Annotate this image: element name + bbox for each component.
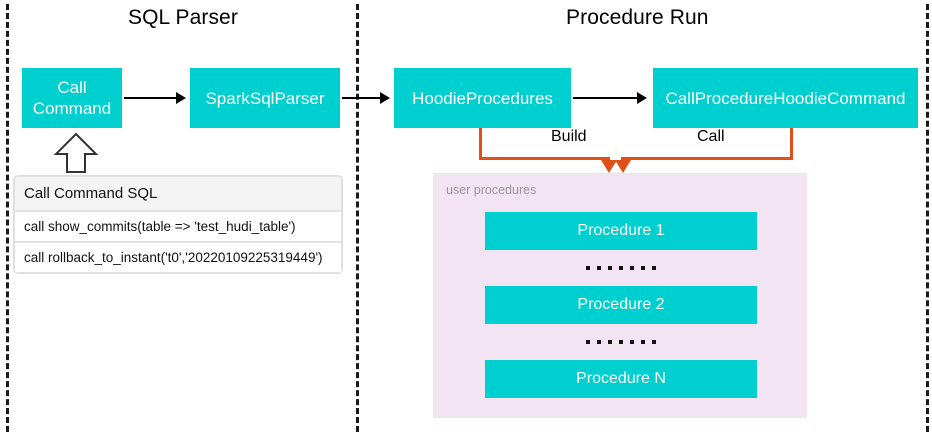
connector-build-vertical-left xyxy=(479,128,482,160)
connector-call-horizontal xyxy=(621,157,793,160)
node-call-command-label-line2: Command xyxy=(32,99,112,118)
hollow-up-arrow-icon xyxy=(53,132,99,173)
arrow-call-command-to-sparksqlparser-line xyxy=(124,97,178,99)
procedure-item-label: Procedure N xyxy=(576,370,666,387)
user-procedures-label: user procedures xyxy=(446,183,537,197)
section-title-sql-parser: SQL Parser xyxy=(128,6,238,29)
arrow-hoodieprocedures-to-callprocedure-line xyxy=(573,97,639,99)
connector-build-arrowhead xyxy=(601,160,617,173)
arrow-hoodieprocedures-to-callprocedure-head xyxy=(637,92,647,104)
node-hoodie-procedures[interactable]: HoodieProcedures xyxy=(394,68,571,128)
procedure-item-label: Procedure 2 xyxy=(577,296,665,313)
procedure-item[interactable]: Procedure 1 xyxy=(485,212,757,250)
connector-call-vertical-right xyxy=(790,128,793,160)
section-title-procedure-run: Procedure Run xyxy=(566,6,709,29)
node-call-procedure-hoodie-command-label: CallProcedureHoodieCommand xyxy=(665,88,906,108)
user-procedures-panel: user procedures Procedure 1 Procedure 2 … xyxy=(433,173,807,418)
edge-label-build: Build xyxy=(546,128,592,146)
call-command-sql-table: Call Command SQL call show_commits(table… xyxy=(14,176,342,273)
procedure-item[interactable]: Procedure 2 xyxy=(485,286,757,324)
divider-right xyxy=(926,4,929,432)
node-call-command[interactable]: Call Command xyxy=(22,68,122,128)
node-spark-sql-parser[interactable]: SparkSqlParser xyxy=(190,68,340,128)
arrow-sparksqlparser-to-hoodieprocedures-head xyxy=(380,92,390,104)
procedure-item-label: Procedure 1 xyxy=(577,222,665,239)
sql-table-header: Call Command SQL xyxy=(14,176,342,211)
node-spark-sql-parser-label: SparkSqlParser xyxy=(205,88,325,108)
divider-left xyxy=(6,4,9,432)
sql-table-row: call rollback_to_instant('t0','202201092… xyxy=(14,242,342,273)
edge-label-call: Call xyxy=(692,128,730,146)
connector-build-horizontal xyxy=(479,157,610,160)
node-hoodie-procedures-label: HoodieProcedures xyxy=(412,88,553,108)
sql-table-row: call show_commits(table => 'test_hudi_ta… xyxy=(14,211,342,242)
ellipsis-separator xyxy=(485,250,757,286)
arrow-sparksqlparser-to-hoodieprocedures-line xyxy=(342,97,382,99)
ellipsis-separator xyxy=(485,324,757,360)
divider-middle xyxy=(356,4,359,432)
arrow-call-command-to-sparksqlparser-head xyxy=(176,92,186,104)
node-call-command-label-line1: Call xyxy=(57,78,87,97)
procedure-item[interactable]: Procedure N xyxy=(485,360,757,398)
connector-call-arrowhead xyxy=(615,160,631,173)
node-call-procedure-hoodie-command[interactable]: CallProcedureHoodieCommand xyxy=(653,68,918,128)
